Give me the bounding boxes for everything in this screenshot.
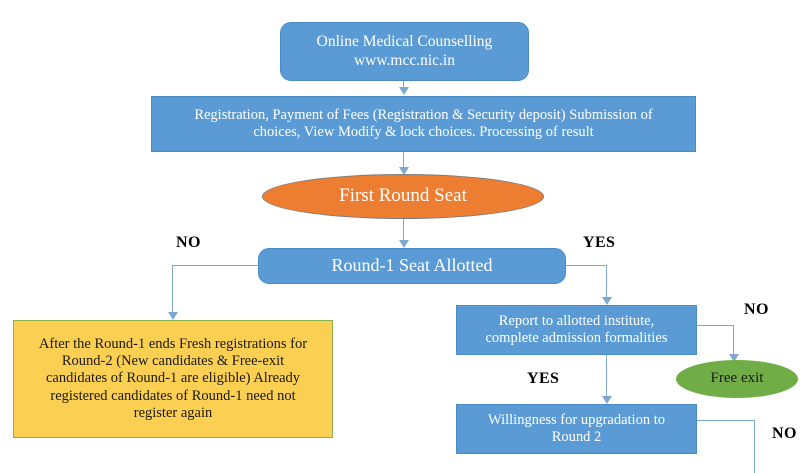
node-willingness-upgradation-round2[interactable]: Willingness for upgradation to Round 2 [456, 404, 697, 454]
node-start-line1: Online Medical Counselling [316, 33, 493, 51]
node-report-to-allotted-institute[interactable]: Report to allotted institute, complete a… [456, 305, 697, 355]
connector-start-to-registration [403, 80, 404, 88]
arrow-registration-to-firstround [399, 167, 409, 175]
connector-allotted-yes-horizontal [565, 265, 607, 266]
node-willingness-line1: Willingness for upgradation to [487, 411, 665, 428]
node-start-online-medical-counselling[interactable]: Online Medical Counselling www.mcc.nic.i… [280, 22, 529, 81]
connector-report-no-vertical [733, 325, 734, 355]
connector-willingness-no-vertical [754, 420, 755, 473]
node-report-text: Report to allotted institute, complete a… [457, 313, 696, 347]
connector-willingness-no-horizontal [697, 420, 755, 421]
node-registration-line2: choices, View Modify & lock choices. Pro… [253, 124, 594, 140]
connector-report-no-horizontal [697, 325, 734, 326]
edge-label-allotted-yes: YES [583, 234, 616, 251]
edge-label-allotted-no: NO [176, 234, 201, 251]
arrow-report-no-to-free-exit [729, 354, 739, 362]
arrow-start-to-registration [399, 87, 409, 95]
node-free-exit-label: Free exit [710, 370, 764, 387]
node-registration-payment[interactable]: Registration, Payment of Fees (Registrat… [151, 96, 696, 152]
connector-allotted-yes-vertical [606, 265, 607, 298]
node-start-line2: www.mcc.nic.in [353, 51, 455, 69]
node-fresh-registration-line2: Round-2 (New candidates & Free-exit [61, 353, 285, 370]
node-willingness-line2: Round 2 [551, 429, 602, 445]
arrow-report-yes-to-willingness [602, 396, 612, 404]
node-first-round-seat[interactable]: First Round Seat [262, 174, 544, 219]
node-first-round-seat-label: First Round Seat [339, 185, 467, 207]
node-round1-seat-allotted[interactable]: Round-1 Seat Allotted [258, 248, 566, 284]
arrow-allotted-no-to-fresh-registration [168, 312, 178, 320]
node-registration-text: Registration, Payment of Fees (Registrat… [152, 107, 695, 141]
edge-label-report-no: NO [744, 301, 769, 318]
node-report-line2: complete admission formalities [485, 330, 668, 346]
node-start-text: Online Medical Counselling www.mcc.nic.i… [281, 33, 528, 70]
node-report-line1: Report to allotted institute, [498, 312, 655, 329]
connector-report-yes-vertical [606, 355, 607, 397]
node-fresh-registration-line4: registered candidates of Round-1 need no… [50, 387, 296, 404]
edge-label-willingness-no: NO [772, 425, 797, 442]
node-registration-line1: Registration, Payment of Fees (Registrat… [194, 106, 653, 123]
node-fresh-registration-line1: After the Round-1 ends Fresh registratio… [38, 336, 308, 353]
arrow-allotted-yes-to-report [602, 297, 612, 305]
connector-firstround-to-allotted [403, 218, 404, 241]
node-willingness-text: Willingness for upgradation to Round 2 [457, 412, 696, 446]
node-round1-seat-allotted-label: Round-1 Seat Allotted [331, 255, 493, 276]
node-free-exit[interactable]: Free exit [676, 360, 798, 398]
node-fresh-registration-text: After the Round-1 ends Fresh registratio… [14, 336, 332, 422]
node-fresh-registration-round2[interactable]: After the Round-1 ends Fresh registratio… [13, 320, 333, 438]
node-fresh-registration-line5: register again [133, 404, 213, 421]
arrow-firstround-to-allotted [399, 240, 409, 248]
connector-allotted-no-vertical [172, 265, 173, 313]
connector-allotted-no-horizontal [172, 265, 259, 266]
edge-label-report-yes: YES [527, 370, 560, 387]
node-fresh-registration-line3: candidates of Round-1 are eligible) Alre… [45, 370, 301, 387]
connector-registration-to-firstround [403, 152, 404, 168]
